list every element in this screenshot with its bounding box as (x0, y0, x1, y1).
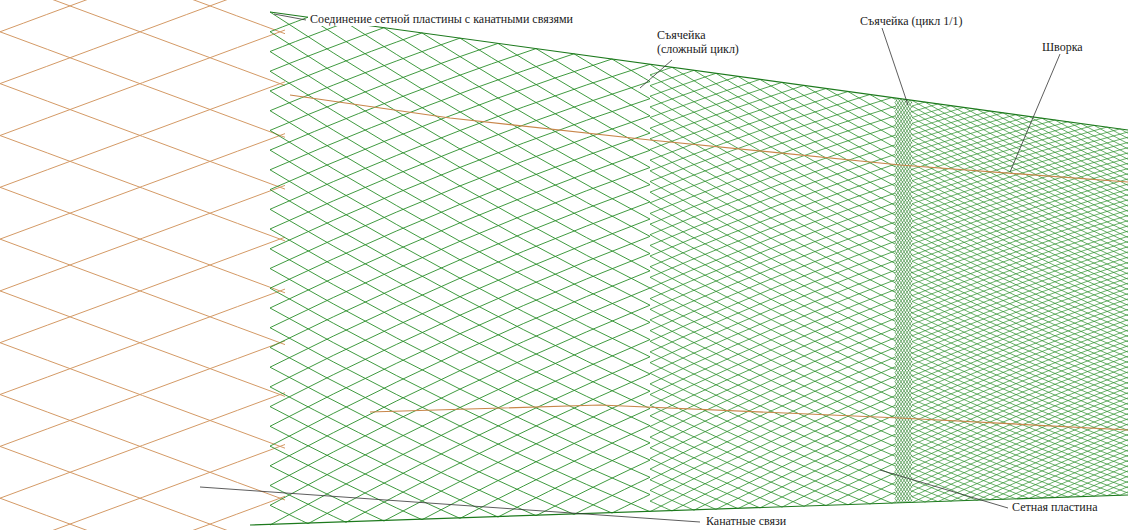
leader-line (1010, 54, 1060, 172)
rope-links (0, 0, 285, 530)
leader-line (880, 470, 1008, 508)
leader-line (882, 28, 908, 105)
callout-label: Шворка (1040, 40, 1085, 54)
net-panel (250, 12, 1128, 525)
callout-label: Съячейка (сложный цикл) (655, 28, 755, 56)
net-mesh (895, 98, 912, 503)
callout-label: Съячейка (цикл 1/1) (858, 14, 964, 28)
shvorka-line (370, 405, 1128, 430)
leader-line (274, 14, 306, 20)
callout-label: Соединение сетной пластины с канатными с… (308, 12, 575, 26)
net-mesh (650, 64, 895, 511)
leader-line (200, 487, 700, 522)
shvorka-line (290, 95, 1128, 182)
net-mesh (912, 100, 1128, 502)
shvorka-lines (290, 95, 1128, 430)
panel-edge (250, 12, 1128, 525)
callout-label: Канатные связи (704, 514, 788, 528)
callout-label: Сетная пластина (1010, 500, 1099, 514)
net-mesh (270, 12, 650, 525)
leader-lines (200, 14, 1060, 522)
rope-link (0, 0, 285, 530)
leader-line (640, 60, 672, 88)
